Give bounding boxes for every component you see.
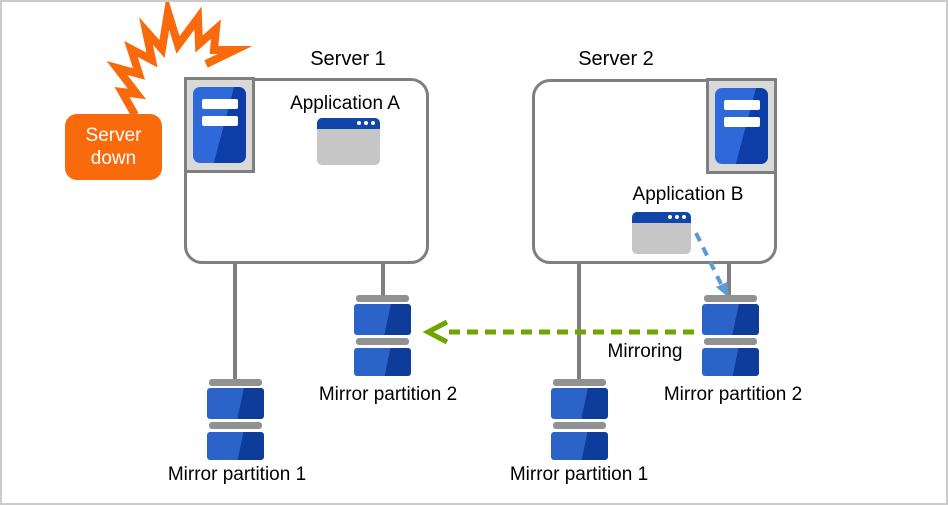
server2-partition1-label: Mirror partition 1 <box>509 464 649 485</box>
server-slot <box>724 100 760 110</box>
window-titlebar <box>632 212 691 223</box>
server2-partition2-label: Mirror partition 2 <box>663 384 803 405</box>
application-a-label: Application A <box>290 93 400 114</box>
app-window-icon-b <box>632 212 691 254</box>
disk-icon-server1-partition1 <box>207 379 264 460</box>
window-titlebar <box>317 118 380 129</box>
window-dots-icon <box>357 121 375 125</box>
connector-line-server2-partition2 <box>727 262 731 296</box>
server-slot <box>202 116 238 126</box>
server1-icon <box>184 77 255 173</box>
mirroring-label: Mirroring <box>607 341 683 362</box>
server-tower-icon <box>193 87 246 163</box>
server1-partition1-label: Mirror partition 1 <box>167 464 307 485</box>
server-slot <box>202 99 238 109</box>
server-down-badge: Server down <box>65 114 162 180</box>
disk-icon-server2-partition1 <box>551 379 608 460</box>
window-dots-icon <box>668 215 686 219</box>
server-tower-icon <box>715 88 768 164</box>
server1-partition2-label: Mirror partition 2 <box>318 384 458 405</box>
server2-title: Server 2 <box>578 48 654 70</box>
server2-icon <box>706 78 777 174</box>
server-slot <box>724 117 760 127</box>
server1-title: Server 1 <box>310 48 386 70</box>
connector-line-server2-partition1 <box>577 262 581 381</box>
disk-icon-server1-partition2 <box>354 295 411 376</box>
app-window-icon-a <box>317 118 380 165</box>
mirroring-arrow <box>422 319 699 345</box>
application-b-label: Application B <box>632 184 744 205</box>
disk-icon-server2-partition2 <box>702 295 759 376</box>
connector-line-server1-partition1 <box>233 262 237 381</box>
connector-line-server1-partition2 <box>381 262 385 296</box>
